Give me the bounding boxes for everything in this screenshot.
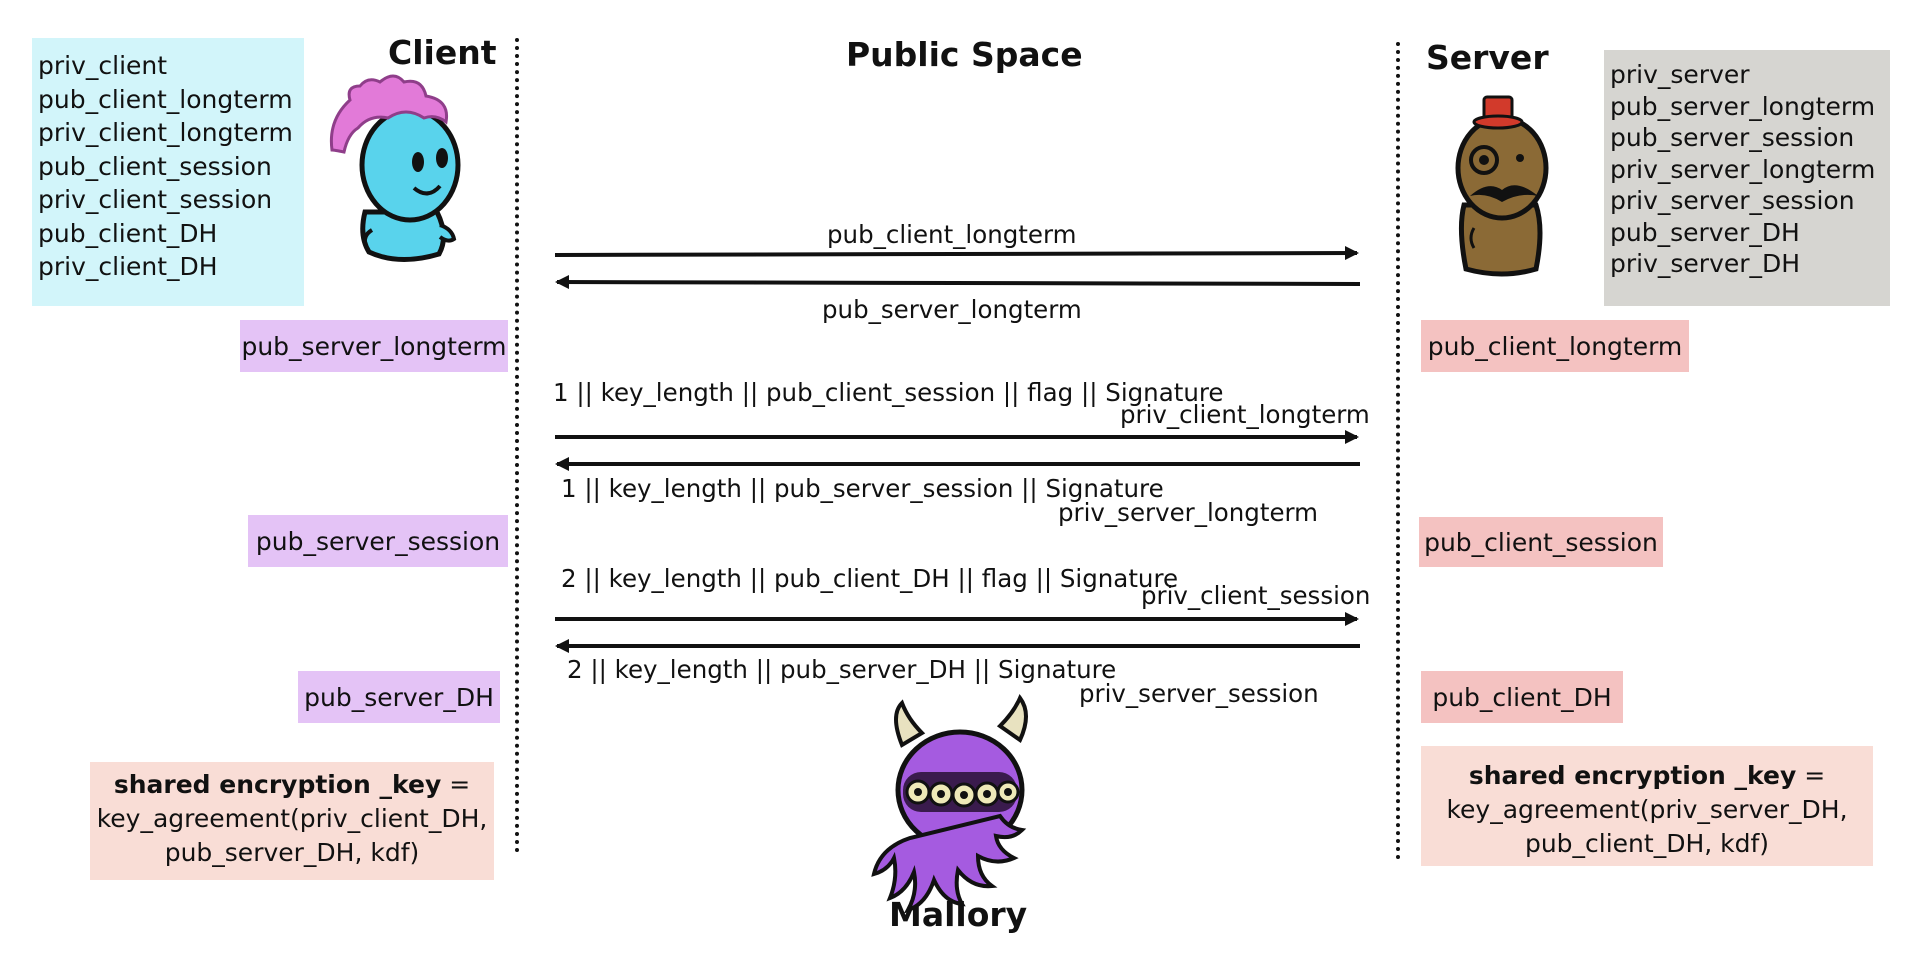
shared-key-label: shared encryption _key: [113, 770, 442, 799]
arrow-client-to-server: [554, 246, 1359, 261]
client-received-key: pub_server_DH: [298, 671, 500, 723]
message-label: 1 || key_length || pub_server_session ||…: [561, 474, 1164, 503]
message-label: pub_client_longterm: [827, 220, 1077, 249]
client-key: priv_client_session: [38, 185, 273, 214]
key-agreement-line: key_agreement(priv_server_DH,: [1446, 795, 1848, 824]
equals-sign: =: [1796, 761, 1826, 790]
shared-key-label: shared encryption _key: [1468, 761, 1797, 790]
message-label: 1 || key_length || pub_client_session ||…: [553, 378, 1224, 407]
server-received-key: pub_client_longterm: [1421, 320, 1689, 372]
server-key: priv_server_longterm: [1610, 154, 1876, 184]
client-key: pub_client_longterm: [38, 84, 293, 114]
client-key: priv_client_DH: [38, 252, 218, 281]
client-key: pub_client_session: [38, 151, 272, 181]
public-space-title: Public Space: [846, 35, 1083, 74]
equals-sign: =: [441, 770, 471, 799]
server-title: Server: [1426, 38, 1549, 77]
key-agreement-line: key_agreement(priv_client_DH,: [96, 804, 488, 833]
client-title: Client: [388, 33, 497, 72]
client-key: pub_client_DH: [38, 218, 218, 248]
server-received-key: pub_client_session: [1419, 517, 1663, 567]
arrow-server-to-client: [555, 275, 1361, 290]
server-key: priv_server_session: [1610, 186, 1855, 215]
signature-key-label: priv_client_session: [1141, 581, 1371, 610]
client-keys-box: priv_client pub_client_longterm priv_cli…: [32, 38, 304, 306]
client-received-key: pub_server_session: [248, 515, 508, 567]
server-key: priv_server_DH: [1610, 249, 1801, 278]
server-received-key: pub_client_DH: [1421, 671, 1623, 723]
message-label: pub_server_longterm: [822, 295, 1082, 324]
message-label: 2 || key_length || pub_client_DH || flag…: [561, 564, 1179, 593]
server-shared-key-box: shared encryption _key = key_agreement(p…: [1421, 746, 1873, 866]
server-character-icon: [1455, 95, 1549, 277]
client-key: priv_client: [38, 51, 168, 80]
server-key: pub_server_longterm: [1610, 91, 1876, 121]
server-key: pub_server_DH: [1610, 217, 1800, 247]
server-boundary-line: [1396, 42, 1400, 860]
client-key: priv_client_longterm: [38, 118, 293, 147]
signature-key-label: priv_server_longterm: [1058, 498, 1319, 527]
key-agreement-line: pub_client_DH, kdf): [1524, 829, 1770, 858]
key-agreement-line: pub_server_DH, kdf): [164, 838, 420, 867]
client-character-icon: [329, 74, 461, 263]
client-boundary-line: [515, 38, 519, 853]
client-received-key: pub_server_longterm: [240, 320, 508, 372]
server-key: priv_server: [1610, 60, 1750, 89]
mallory-monster-icon: [871, 694, 1028, 914]
signature-key-label: priv_client_longterm: [1120, 400, 1370, 429]
server-keys-box: priv_server pub_server_longterm pub_serv…: [1604, 50, 1890, 306]
server-key: pub_server_session: [1610, 123, 1855, 152]
signature-key-label: priv_server_session: [1079, 679, 1319, 708]
client-shared-key-box: shared encryption _key = key_agreement(p…: [90, 762, 494, 880]
message-label: 2 || key_length || pub_server_DH || Sign…: [567, 655, 1117, 684]
